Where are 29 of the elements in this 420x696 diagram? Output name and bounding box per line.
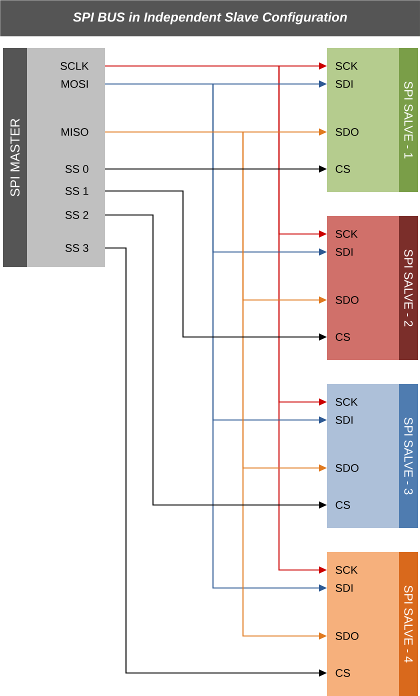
pin-label: SCLK [60, 62, 89, 70]
pin-label: SCK [336, 62, 358, 70]
node-label: SPI SALVE - 2 [404, 250, 413, 326]
pin-label: SS 2 [65, 211, 88, 219]
pin-label: SDO [336, 128, 358, 136]
pin-label: CS [336, 501, 350, 509]
pin-label: SDO [336, 296, 358, 304]
pin-label: MOSI [62, 80, 88, 88]
pin-label: SDO [336, 464, 358, 472]
pin-label: SCK [336, 230, 358, 238]
pin-label: SCK [336, 566, 358, 574]
pin-label: SCK [336, 398, 358, 406]
title-bar: SPI BUS in Independent Slave Configuration [0, 0, 420, 36]
node-label: SPI SALVE - 3 [404, 418, 413, 494]
pin-label: SDI [336, 416, 352, 424]
pin-label: MISO [62, 128, 88, 136]
pin-label: CS [336, 669, 350, 677]
pin-label: SDI [336, 80, 352, 88]
pin-label: SS 0 [65, 165, 88, 173]
node-label: SPI SALVE - 4 [404, 586, 413, 663]
pin-label: SDI [336, 584, 352, 592]
pin-label: SDO [336, 632, 358, 640]
pin-label: CS [336, 165, 350, 173]
pin-label: SDI [336, 248, 352, 256]
node-label: SPI SALVE - 1 [404, 82, 413, 158]
pin-label: CS [336, 333, 350, 341]
pin-label: SS 1 [65, 187, 88, 195]
node-label: SPI MASTER [10, 118, 20, 196]
pin-label: SS 3 [65, 244, 88, 252]
